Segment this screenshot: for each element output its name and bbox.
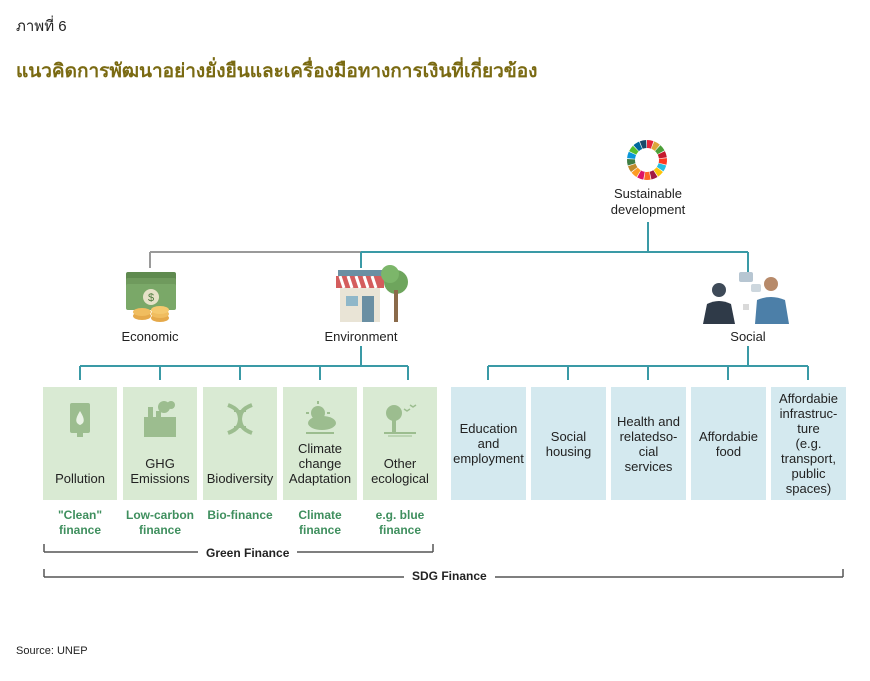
branch-social-label: Social bbox=[730, 329, 766, 344]
green-box-label: Biodiversity bbox=[206, 471, 274, 486]
branch-economic-label: Economic bbox=[121, 329, 179, 344]
dna-icon bbox=[227, 403, 253, 435]
sdg-wheel-segment bbox=[637, 170, 645, 180]
sdg-wheel-segment bbox=[627, 158, 636, 166]
sdg-wheel-segment bbox=[647, 140, 654, 149]
sdg-wheel-segment bbox=[631, 167, 641, 178]
root-label-line2: development bbox=[610, 202, 686, 217]
sdg-wheel-segment bbox=[639, 140, 647, 149]
sdg-wheel-icon bbox=[627, 140, 667, 180]
tree-birds-icon bbox=[384, 404, 417, 437]
finance-type-label: "Clean"finance bbox=[57, 508, 103, 537]
shop-tree-icon bbox=[336, 265, 408, 322]
sdg-wheel-segment bbox=[657, 151, 667, 159]
branch-environment-label: Environment bbox=[324, 329, 398, 344]
sdg-wheel-segment bbox=[658, 158, 667, 165]
figure-title: แนวคิดการพัฒนาอย่างยั่งยืนและเครื่องมือท… bbox=[16, 61, 538, 82]
sdg-wheel-segment bbox=[651, 141, 660, 151]
green-box-3: Biodiversity bbox=[203, 387, 277, 500]
sdg-wheel-segment bbox=[627, 163, 638, 173]
source-note: Source: UNEP bbox=[16, 645, 88, 657]
svg-text:$: $ bbox=[148, 292, 154, 304]
sdg-wheel-segment bbox=[629, 145, 639, 155]
sdg-wheel-segment bbox=[627, 151, 637, 159]
sdg-wheel-segment bbox=[653, 167, 663, 177]
green-finance-label: Green Finance bbox=[198, 546, 298, 560]
sun-cloud-icon bbox=[306, 401, 336, 434]
sdg-wheel-segment bbox=[633, 141, 643, 152]
sdg-wheel-segment bbox=[649, 170, 658, 180]
sdg-wheel-segment bbox=[644, 171, 651, 180]
people-talking-icon bbox=[703, 272, 789, 324]
figure-label: ภาพที่ 6 bbox=[16, 18, 67, 35]
sdg-wheel-segment bbox=[655, 145, 665, 155]
green-box-1: Pollution bbox=[43, 387, 117, 500]
sdg-finance-label: SDG Finance bbox=[404, 569, 495, 583]
sdg-wheel-segment bbox=[656, 163, 667, 172]
finance-type-label: Bio-finance bbox=[207, 508, 273, 522]
money-icon: $ bbox=[126, 272, 176, 322]
root-label-line1: Sustainable bbox=[614, 186, 682, 201]
factory-icon bbox=[144, 401, 176, 437]
green-box-label: Pollution bbox=[55, 471, 105, 486]
water-drop-icon bbox=[70, 403, 90, 437]
root-label: Sustainable development bbox=[598, 186, 698, 218]
